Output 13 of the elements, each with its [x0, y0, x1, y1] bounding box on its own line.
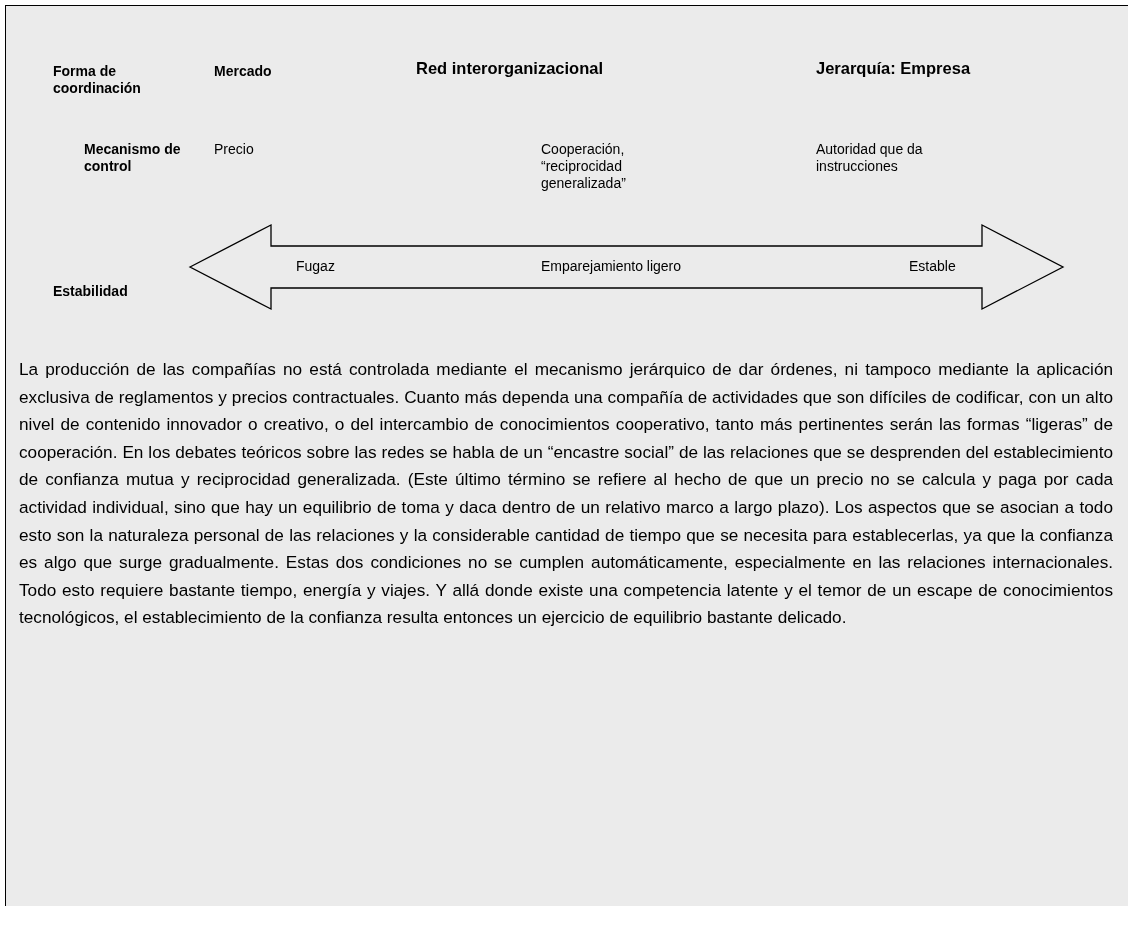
column-heading: Red interorganizacional	[416, 60, 604, 77]
column-heading: Mercado	[214, 63, 272, 80]
row-heading: Mecanismo de control	[84, 141, 182, 175]
column-heading: Forma de coordinación	[53, 63, 142, 97]
scale-label: Emparejamiento ligero	[541, 258, 682, 275]
scale-label: Estable	[909, 258, 956, 275]
scale-label: Fugaz	[296, 258, 335, 275]
column-heading: Jerarquía: Empresa	[816, 60, 971, 77]
body-paragraph: La producción de las compañías no está controlada mediante el mecanismo jerárquico de dar órdenes, ni tampoco mediante la aplicación exclusiva de reglamentos y precios contractuales. Cuanto más dependa una compañía de actividades que son difíciles de codificar, con un alto nivel de contenido innovador o creativo, o del intercambio de conocimientos cooperativo, tanto más pertinentes serán las formas “ligeras” de cooperación. En los debates teóricos sobre las redes se habla de un “encastre social” de las relaciones que se desprenden del establecimiento de confianza mutua y reciprocidad generalizada. (Este último término se refiere al hecho de que un precio no se calcula y paga por cada actividad individual, sino que hay un equilibrio de toma y daca dentro de un relativo marco a largo plazo). Los aspectos que se asocian a todo esto son la naturaleza personal de las relaciones y la considerable cantidad de tiempo que se necesita para establecerlas, ya que la confianza es algo que surge gradualmente. Estas dos condiciones no se cumplen automáticamente, especialmente en las relaciones internacionales. Todo esto requiere bastante tiempo, energía y viajes. Y allá donde existe una competencia latente y el temor de un escape de conocimientos tecnológicos, el establecimiento de la confianza resulta entonces un ejercicio de equilibrio bastante delicado.	[19, 358, 1113, 630]
cell-text: Precio	[214, 141, 254, 158]
row-heading: Estabilidad	[53, 283, 128, 300]
cell-text: Autoridad que da instrucciones	[816, 141, 924, 175]
cell-text: Cooperación, “reciprocidad generalizada”	[541, 141, 627, 192]
